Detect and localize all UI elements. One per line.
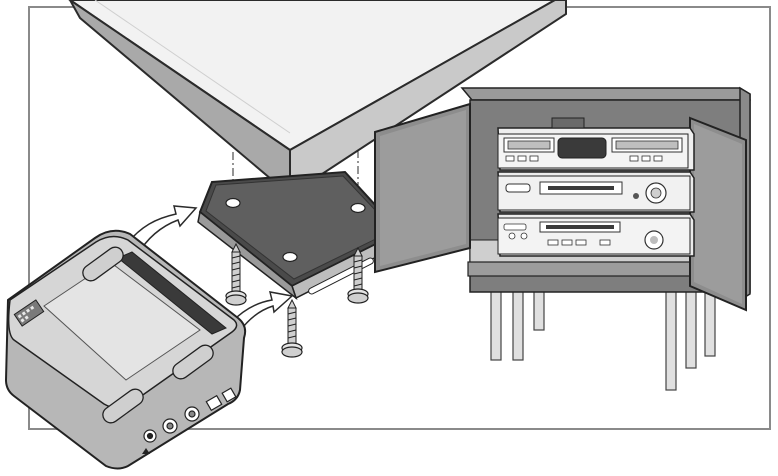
bracket-hole-2 bbox=[350, 202, 366, 214]
bracket-hole-3 bbox=[282, 251, 298, 263]
tape-deck bbox=[497, 171, 695, 213]
bracket-hole-1 bbox=[225, 197, 241, 209]
screw bbox=[225, 242, 247, 306]
screw bbox=[347, 246, 369, 304]
tabletop-underside bbox=[68, 0, 567, 198]
receiver-device bbox=[4, 229, 247, 470]
cd-deck bbox=[497, 117, 695, 171]
screw bbox=[281, 298, 303, 358]
amplifier bbox=[497, 213, 695, 257]
mounting-bracket bbox=[197, 170, 403, 301]
